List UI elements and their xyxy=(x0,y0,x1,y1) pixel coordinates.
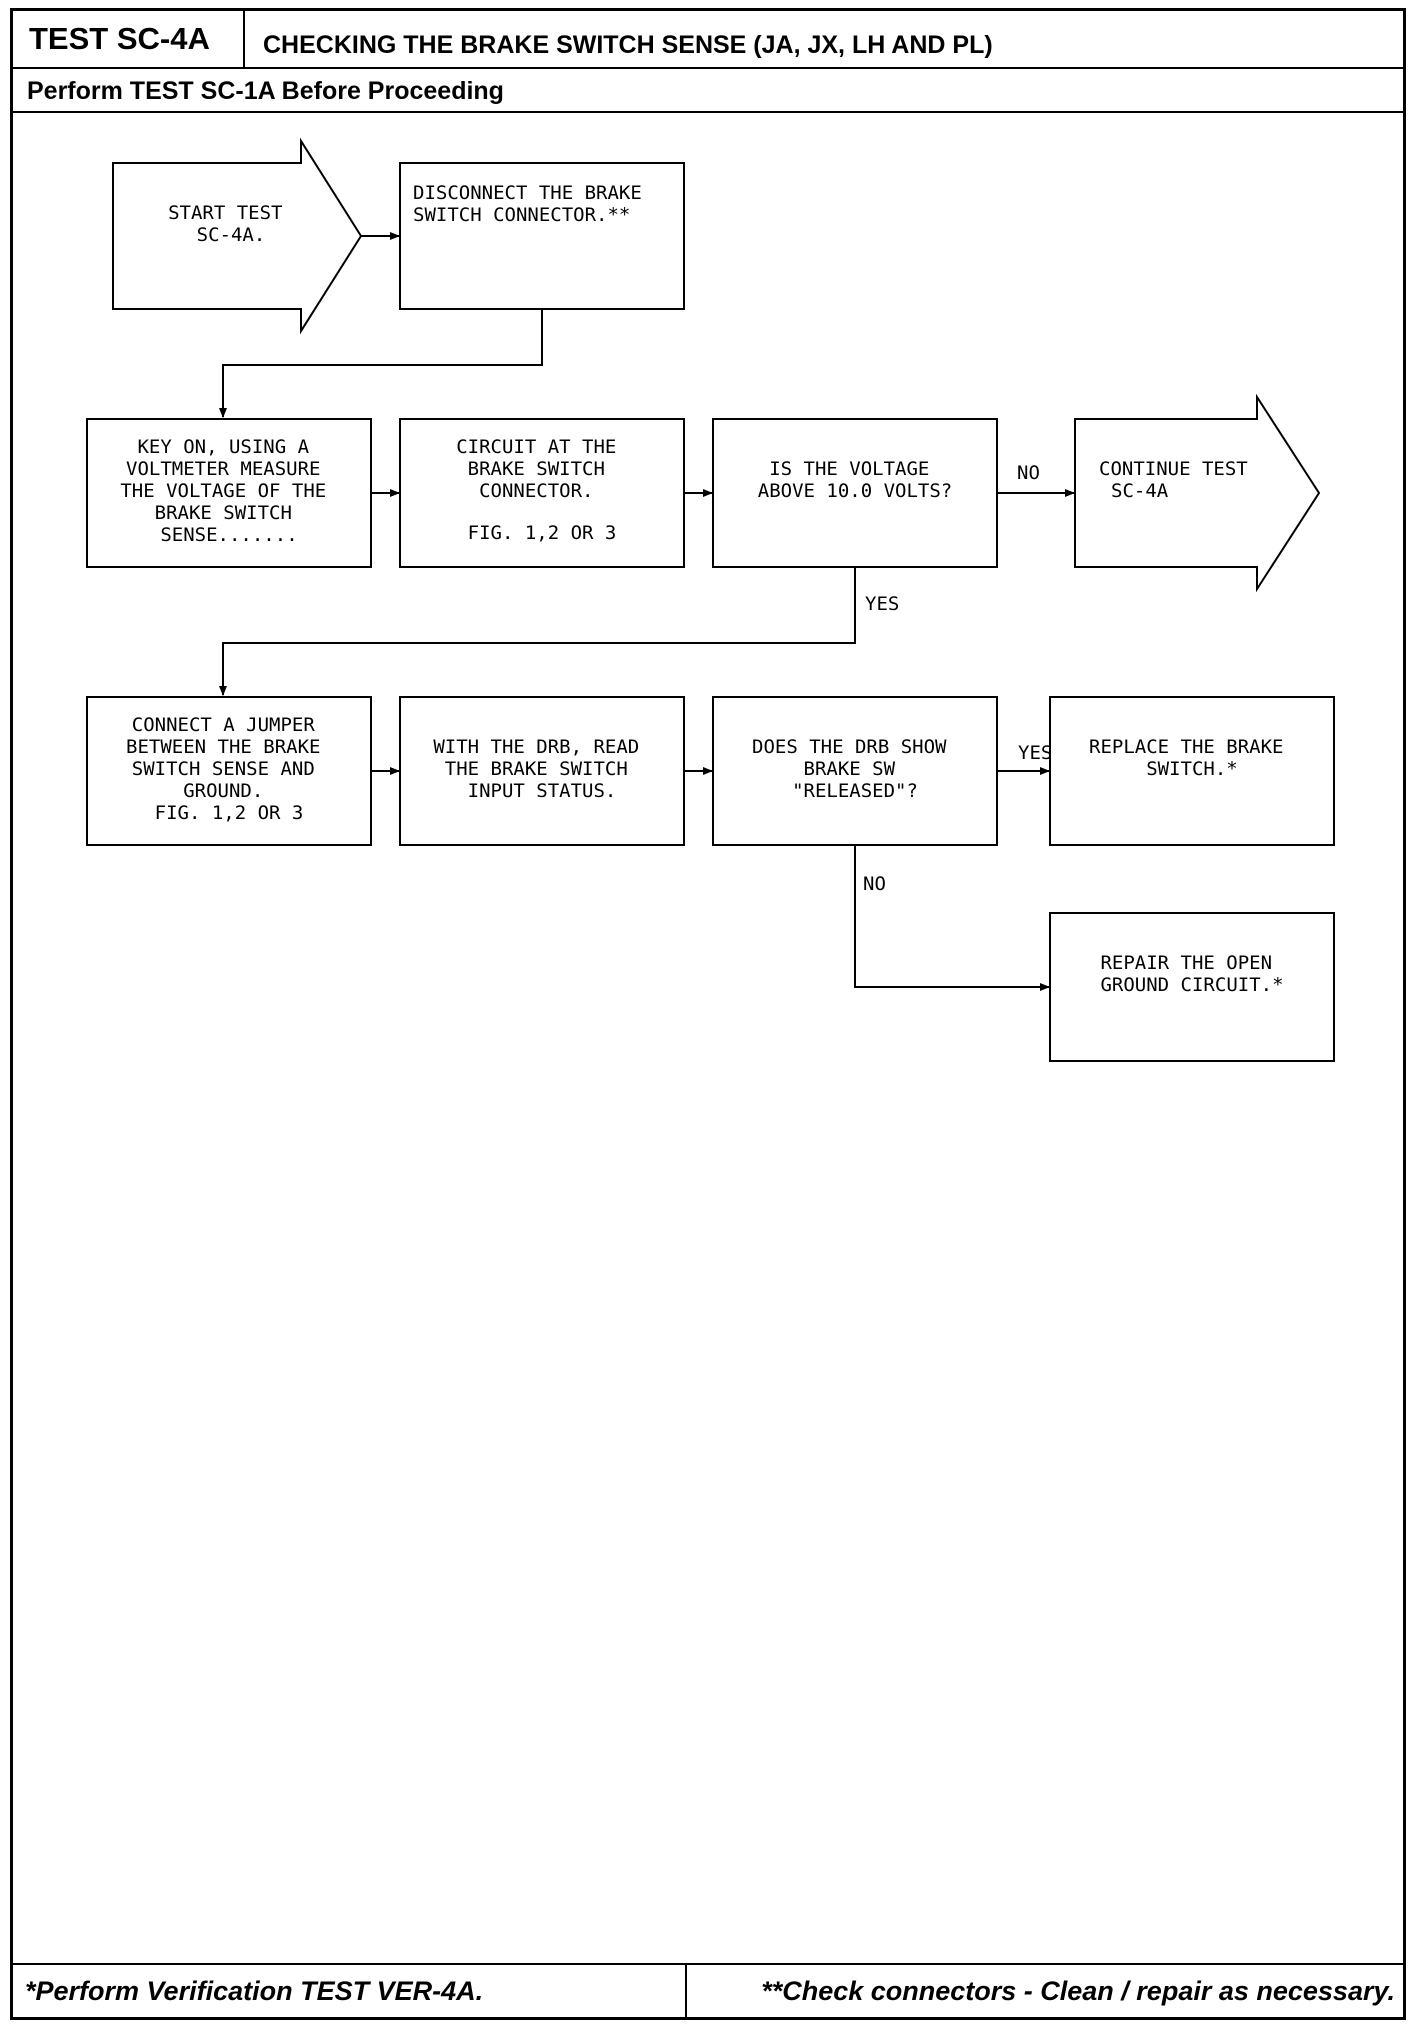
continue-line-1: CONTINUE TEST xyxy=(1099,458,1248,480)
header-row: TEST SC-4A CHECKING THE BRAKE SWITCH SEN… xyxy=(13,11,1403,69)
repair-text: REPAIR THE OPEN GROUND CIRCUIT.* xyxy=(1100,952,1283,996)
branch-label-no: NO xyxy=(863,873,886,895)
circuit-line-3: CONNECTOR. xyxy=(479,480,593,502)
prerequisite-row: Perform TEST SC-1A Before Proceeding xyxy=(13,69,1403,113)
start-line-1: START TEST xyxy=(168,202,282,224)
connector-drb-no xyxy=(854,845,1050,991)
jumper-box: CONNECT A JUMPER BETWEEN THE BRAKE SWITC… xyxy=(86,696,372,846)
replace-line-1: REPLACE THE BRAKE xyxy=(1089,736,1283,758)
connector-voltage-yes xyxy=(219,567,856,696)
jumper-line-4: GROUND. xyxy=(183,780,263,802)
voltage-question-line-2: ABOVE 10.0 VOLTS? xyxy=(758,480,952,502)
replace-switch-box: REPLACE THE BRAKE SWITCH.* xyxy=(1049,696,1335,846)
read-status-line-2: THE BRAKE SWITCH xyxy=(445,758,628,780)
footer-note-connectors: **Check connectors - Clean / repair as n… xyxy=(761,1976,1395,2006)
repair-line-1: REPAIR THE OPEN xyxy=(1100,952,1272,974)
replace-text: REPLACE THE BRAKE SWITCH.* xyxy=(1089,736,1295,780)
disconnect-line-2: SWITCH CONNECTOR.** xyxy=(413,204,630,226)
branch-label-yes: YES xyxy=(865,593,899,615)
test-id-label: TEST SC-4A xyxy=(13,11,245,67)
footer-note-verification: *Perform Verification TEST VER-4A. xyxy=(13,1965,687,2017)
read-status-box: WITH THE DRB, READ THE BRAKE SWITCH INPU… xyxy=(399,696,685,846)
measure-line-1: KEY ON, USING A xyxy=(137,436,309,458)
drb-question-line-3: "RELEASED"? xyxy=(792,780,918,802)
footer-row: *Perform Verification TEST VER-4A. **Che… xyxy=(13,1963,1403,2017)
test-title: CHECKING THE BRAKE SWITCH SENSE (JA, JX,… xyxy=(263,31,993,59)
drb-decision-box: DOES THE DRB SHOW BRAKE SW "RELEASED"? xyxy=(712,696,998,846)
connector-disconnect-to-measure xyxy=(219,309,543,418)
replace-line-2: SWITCH.* xyxy=(1146,758,1238,780)
continue-line-2: SC-4A xyxy=(1111,480,1169,502)
circuit-box: CIRCUIT AT THE BRAKE SWITCH CONNECTOR. F… xyxy=(399,418,685,568)
voltage-question-line-1: IS THE VOLTAGE xyxy=(769,458,929,480)
measure-line-4: BRAKE SWITCH xyxy=(155,502,292,524)
disconnect-line-1: DISCONNECT THE BRAKE xyxy=(413,182,642,204)
circuit-text: CIRCUIT AT THE BRAKE SWITCH CONNECTOR. F… xyxy=(456,436,628,544)
flowchart: START TEST SC-4A. DISCONNECT THE BRAKE S… xyxy=(86,137,1335,1062)
branch-label-yes: YES xyxy=(1018,742,1052,764)
read-status-line-3: INPUT STATUS. xyxy=(468,780,617,802)
drb-question-line-1: DOES THE DRB SHOW xyxy=(752,736,947,758)
drb-question-line-2: BRAKE SW xyxy=(804,758,896,780)
voltage-decision-box: IS THE VOLTAGE ABOVE 10.0 VOLTS? xyxy=(712,418,998,568)
jumper-fig-ref: FIG. 1,2 OR 3 xyxy=(155,802,304,824)
read-status-line-1: WITH THE DRB, READ xyxy=(433,736,639,758)
read-status-text: WITH THE DRB, READ THE BRAKE SWITCH INPU… xyxy=(433,736,650,802)
continue-arrow-shape: CONTINUE TEST SC-4A xyxy=(1074,393,1321,593)
jumper-line-1: CONNECT A JUMPER xyxy=(132,714,316,736)
circuit-line-1: CIRCUIT AT THE xyxy=(456,436,616,458)
measure-line-2: VOLTMETER MEASURE xyxy=(126,458,320,480)
jumper-line-3: SWITCH SENSE AND xyxy=(132,758,315,780)
repair-ground-box: REPAIR THE OPEN GROUND CIRCUIT.* xyxy=(1049,912,1335,1062)
start-line-2: SC-4A. xyxy=(197,224,266,246)
repair-line-2: GROUND CIRCUIT.* xyxy=(1100,974,1283,996)
continue-text: CONTINUE TEST SC-4A xyxy=(1099,458,1259,502)
drb-question-text: DOES THE DRB SHOW BRAKE SW "RELEASED"? xyxy=(752,736,958,802)
measure-line-5: SENSE....... xyxy=(160,524,297,546)
measure-line-3: THE VOLTAGE OF THE xyxy=(120,480,326,502)
circuit-line-2: BRAKE SWITCH xyxy=(468,458,605,480)
disconnect-text: DISCONNECT THE BRAKE SWITCH CONNECTOR.** xyxy=(413,182,653,226)
jumper-text: CONNECT A JUMPER BETWEEN THE BRAKE SWITC… xyxy=(126,714,332,824)
jumper-line-2: BETWEEN THE BRAKE xyxy=(126,736,320,758)
test-procedure-page: TEST SC-4A CHECKING THE BRAKE SWITCH SEN… xyxy=(10,8,1406,2020)
voltage-question-text: IS THE VOLTAGE ABOVE 10.0 VOLTS? xyxy=(758,458,952,502)
circuit-fig-ref: FIG. 1,2 OR 3 xyxy=(468,522,617,544)
start-arrow-shape: START TEST SC-4A. xyxy=(112,137,363,335)
measure-box: KEY ON, USING A VOLTMETER MEASURE THE VO… xyxy=(86,418,372,568)
start-text: START TEST SC-4A. xyxy=(168,202,294,246)
measure-text: KEY ON, USING A VOLTMETER MEASURE THE VO… xyxy=(120,436,337,546)
prerequisite-text: Perform TEST SC-1A Before Proceeding xyxy=(27,77,504,105)
branch-label-no: NO xyxy=(1017,462,1040,484)
disconnect-box: DISCONNECT THE BRAKE SWITCH CONNECTOR.** xyxy=(399,162,685,310)
